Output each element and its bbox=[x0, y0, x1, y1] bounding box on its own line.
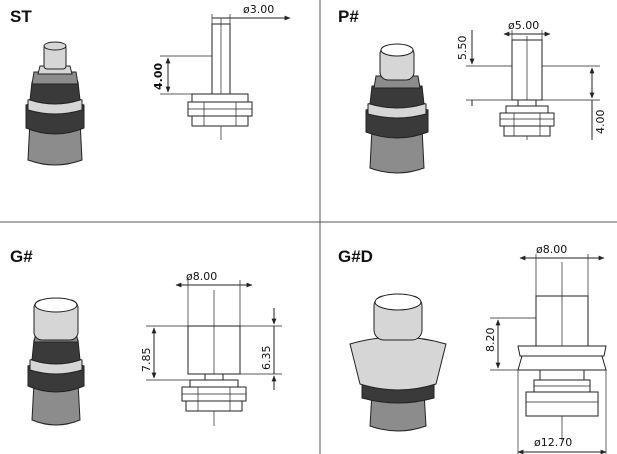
p-switch-photo bbox=[365, 43, 429, 174]
p-height-bottom-label: 4.00 bbox=[594, 110, 607, 135]
p-drawing: ø5.00 5.50 4.00 bbox=[456, 19, 607, 140]
panel-st-label: ST bbox=[10, 7, 32, 26]
g-drawing: ø8.00 7.85 6.35 bbox=[140, 270, 282, 426]
p-height-top-label: 5.50 bbox=[456, 36, 469, 61]
panel-g-label: G# bbox=[10, 247, 33, 266]
st-drawing: ø3.00 4.00 bbox=[152, 3, 291, 140]
gd-drawing: ø8.00 8.20 ø12.70 bbox=[484, 243, 607, 454]
gd-height-label: 8.20 bbox=[484, 328, 497, 353]
panel-p-label: P# bbox=[338, 7, 359, 26]
g-height-right-label: 6.35 bbox=[260, 346, 273, 371]
panel-g: G# ø8.00 bbox=[10, 247, 282, 426]
gd-switch-photo bbox=[349, 293, 447, 432]
g-height-left-label: 7.85 bbox=[140, 348, 153, 373]
panel-gd: G#D ø8.00 bbox=[338, 243, 607, 454]
p-diameter-label: ø5.00 bbox=[508, 19, 539, 32]
gd-diameter-top-label: ø8.00 bbox=[536, 243, 567, 256]
panel-st: ST ø3.00 bbox=[10, 3, 291, 166]
g-diameter-label: ø8.00 bbox=[186, 270, 217, 283]
st-height-label: 4.00 bbox=[152, 63, 165, 90]
g-switch-photo bbox=[27, 297, 85, 426]
panel-gd-label: G#D bbox=[338, 247, 373, 266]
gd-diameter-bottom-label: ø12.70 bbox=[534, 436, 572, 449]
st-diameter-label: ø3.00 bbox=[243, 3, 274, 16]
st-switch-photo bbox=[25, 41, 85, 166]
panel-p: P# ø5.00 bbox=[338, 7, 607, 174]
